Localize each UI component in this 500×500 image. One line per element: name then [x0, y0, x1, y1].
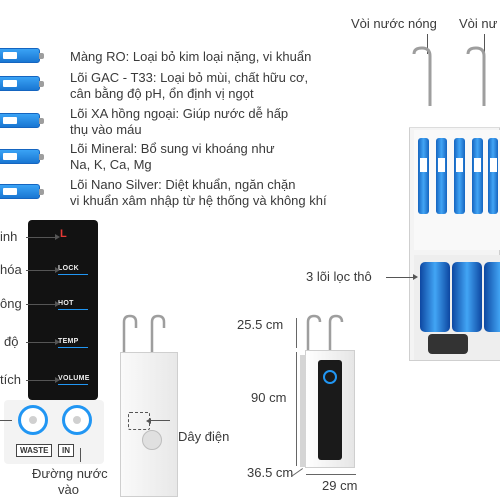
inlet-label-line2: vào [58, 482, 79, 497]
waste-tag: WASTE [16, 444, 53, 457]
panel-label-temp: độ [4, 334, 19, 349]
cabinet-top-panel [409, 106, 500, 128]
ro-membrane-icon [0, 48, 44, 63]
power-socket-icon [142, 430, 162, 450]
temp-button[interactable]: TEMP [58, 338, 79, 345]
hot-tap-label: Vòi nước nóng [351, 16, 437, 31]
coarse-filter-housing-2 [452, 262, 482, 332]
inlet-pointer [80, 448, 81, 462]
dim-height-line [296, 352, 297, 466]
control-panel [28, 220, 98, 400]
panel-display: L [60, 228, 67, 240]
filter-nano-line2: vi khuẩn xâm nhập từ hệ thống và không k… [70, 193, 327, 208]
cabinet-taps [412, 46, 486, 110]
cabinet-pump [428, 334, 468, 354]
gac-filter-icon [0, 76, 44, 91]
small-tap-right-icon [150, 314, 166, 358]
mineral-filter-icon [0, 149, 44, 164]
coarse-filter-housing-1 [420, 262, 450, 332]
hot-underline [58, 309, 88, 310]
filter-ro-text: Màng RO: Loại bỏ kim loại nặng, vi khuẩn [70, 49, 312, 64]
arrow-temp [26, 339, 60, 345]
panel-label-lock: hóa [0, 262, 22, 277]
dim-tap-left-icon [306, 314, 322, 352]
volume-button[interactable]: VOLUME [58, 375, 90, 382]
filter-xa-line1: Lõi XA hồng ngoại: Giúp nước dễ hấp [70, 106, 289, 121]
arrow-hot [26, 301, 60, 307]
in-tag: IN [58, 444, 74, 457]
coarse-filters-arrow [386, 274, 418, 280]
inlet-label-line1: Đường nước [32, 466, 108, 481]
dim-top-line [296, 318, 297, 348]
cabinet-filter-5-icon [488, 138, 498, 214]
waste-port-icon [18, 405, 48, 435]
panel-label-volume: tích [0, 372, 21, 387]
coarse-filters-label: 3 lõi lọc thô [306, 269, 372, 284]
cabinet-filter-2-icon [436, 138, 447, 214]
dim-depth-label: 36.5 cm [247, 465, 294, 480]
cabinet-filter-1-icon [418, 138, 429, 214]
coarse-filter-housing-3 [484, 262, 500, 332]
waste-arrow [0, 420, 12, 421]
filter-gac-line1: Lõi GAC - T33: Loại bỏ mùi, chất hữu cơ, [70, 70, 309, 85]
hot-tap-pointer [427, 34, 428, 54]
lock-button[interactable]: LOCK [58, 265, 80, 272]
dim-tap-right-icon [328, 314, 344, 352]
cabinet-filter-4-icon [472, 138, 483, 214]
dim-width-line [306, 474, 356, 475]
nano-silver-filter-icon [0, 184, 44, 199]
arrow-volume [26, 377, 60, 383]
xa-filter-icon [0, 113, 44, 128]
hot-button[interactable]: HOT [58, 300, 74, 307]
small-unit-taps [122, 314, 166, 358]
filter-nano-line1: Lõi Nano Silver: Diệt khuẩn, ngăn chặn [70, 177, 296, 192]
dim-top-label: 25.5 cm [237, 317, 284, 332]
panel-label-hot: ông [0, 296, 22, 311]
filter-mineral-line2: Na, K, Ca, Mg [70, 157, 152, 172]
small-tap-left-icon [122, 314, 138, 358]
filter-mineral-line1: Lõi Mineral: Bổ sung vi khoáng như [70, 141, 275, 156]
dim-unit-taps [306, 314, 344, 352]
lock-underline [58, 274, 88, 275]
dim-unit-ring-icon [323, 370, 337, 384]
volume-underline [58, 384, 88, 385]
dim-unit-side [300, 355, 306, 467]
power-cord-label: Dây điện [178, 429, 230, 444]
panel-label-display: inh [0, 229, 18, 244]
cabinet-normal-tap-icon [466, 46, 486, 110]
temp-underline [58, 347, 88, 348]
arrow-display [26, 234, 60, 240]
dim-width-label: 29 cm [322, 478, 358, 493]
filter-xa-line2: thụ vào máu [70, 122, 142, 137]
inlet-port-icon [62, 405, 92, 435]
normal-tap-label: Vòi nư [459, 16, 498, 31]
cabinet-base [409, 360, 500, 376]
power-cord-arrow [150, 420, 170, 421]
cabinet-filter-3-icon [454, 138, 465, 214]
filter-gac-line2: cân bằng độ pH, ổn định vị ngọt [70, 86, 254, 101]
cabinet-hot-tap-icon [412, 46, 432, 110]
arrow-lock [26, 267, 60, 273]
normal-tap-pointer [484, 34, 485, 54]
dim-height-label: 90 cm [251, 390, 287, 405]
